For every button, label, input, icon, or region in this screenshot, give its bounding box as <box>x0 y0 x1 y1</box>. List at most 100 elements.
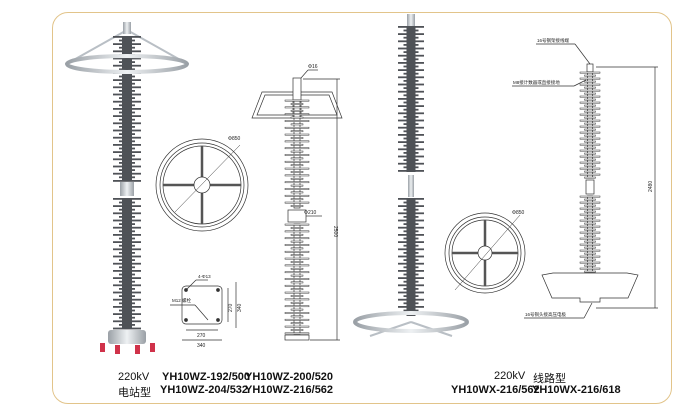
insulator-shed <box>290 116 304 119</box>
insulator-shed <box>398 112 424 115</box>
insulator-shed <box>119 133 135 135</box>
insulator-shed <box>113 248 141 251</box>
insulator-shed <box>290 247 304 250</box>
insulator-shed <box>284 298 310 301</box>
insulator-shed <box>290 205 304 207</box>
insulator-shed <box>290 198 304 201</box>
insulator-shed <box>290 322 304 325</box>
insulator-shed <box>403 252 419 254</box>
insulator-shed <box>579 125 601 128</box>
insulator-shed <box>398 226 424 229</box>
insulator-shed <box>584 228 596 231</box>
insulator-shed <box>113 136 141 139</box>
insulator-shed <box>290 184 304 187</box>
insulator-shed <box>290 150 304 153</box>
line-height-label: 2480 <box>648 181 654 192</box>
insulator-shed <box>398 241 424 243</box>
insulator-shed <box>403 123 419 125</box>
insulator-shed <box>113 100 141 103</box>
mid-flange <box>120 182 134 196</box>
insulator-shed <box>119 208 135 211</box>
insulator-shed <box>403 302 419 305</box>
insulator-shed <box>584 198 596 201</box>
insulator-shed <box>584 210 596 213</box>
insulator-shed <box>584 110 596 113</box>
insulator-shed <box>119 147 135 150</box>
insulator-shed <box>290 177 304 180</box>
insulator-shed <box>113 205 141 207</box>
insulator-shed <box>403 94 419 97</box>
insulator-shed <box>579 83 601 86</box>
insulator-shed <box>403 216 419 218</box>
insulator-shed <box>398 205 424 207</box>
line-model-1: YH10WX-216/562 <box>451 384 540 396</box>
insulator-shed <box>290 281 304 284</box>
insulator-shed <box>403 65 419 68</box>
station-height-label: 2500 <box>332 226 338 237</box>
insulator-shed <box>579 155 601 158</box>
insulator-shed <box>290 164 304 167</box>
insulator-shed <box>290 240 304 243</box>
insulator-shed <box>403 159 419 161</box>
insulator-shed <box>290 261 304 263</box>
insulator-shed <box>290 308 304 311</box>
insulator-shed <box>579 213 601 216</box>
insulator-shed <box>119 280 135 283</box>
insulator-shed <box>398 126 424 129</box>
insulator-shed <box>119 216 135 218</box>
insulator-shed <box>284 174 310 177</box>
insulator-core <box>587 195 593 273</box>
insulator-shed <box>119 162 135 164</box>
insulating-foot <box>100 343 105 352</box>
insulator-shed <box>119 39 135 42</box>
insulator-shed <box>119 324 135 326</box>
insulator-shed <box>584 216 596 219</box>
insulator-shed <box>398 148 424 151</box>
insulator-shed <box>113 226 141 229</box>
grading-ring <box>353 311 469 333</box>
insulator-shed <box>403 144 419 147</box>
insulator-shed <box>398 306 424 308</box>
insulator-shed <box>113 277 141 279</box>
insulator-shed <box>113 158 141 161</box>
insulator-shed <box>119 46 135 49</box>
insulator-shed <box>119 169 135 171</box>
insulator-shed <box>403 108 419 111</box>
insulator-shed <box>403 58 419 61</box>
insulator-shed <box>403 130 419 133</box>
insulator-shed <box>398 98 424 100</box>
insulator-shed <box>403 259 419 261</box>
insulator-shed <box>113 50 141 53</box>
insulator-shed <box>290 130 304 133</box>
insulator-shed <box>398 54 424 57</box>
insulator-shed <box>579 201 601 204</box>
insulator-shed <box>113 262 141 265</box>
insulator-shed <box>284 201 310 204</box>
insulator-shed <box>290 315 304 318</box>
insulator-shed <box>584 252 596 255</box>
insulator-shed <box>403 273 419 276</box>
insulator-shed <box>284 284 310 287</box>
insulator-shed <box>113 43 141 45</box>
insulator-shed <box>398 155 424 158</box>
insulator-shed <box>398 234 424 236</box>
insulator-shed <box>584 80 596 83</box>
insulator-shed <box>579 119 601 122</box>
insulator-shed <box>284 271 310 274</box>
insulator-shed <box>290 157 304 160</box>
insulator-shed <box>284 223 310 226</box>
insulator-shed <box>113 241 141 243</box>
insulator-shed <box>398 141 424 143</box>
insulator-shed <box>403 230 419 233</box>
insulator-shed <box>284 188 310 190</box>
insulator-shed <box>584 204 596 207</box>
insulator-shed <box>284 126 310 129</box>
insulator-shed <box>403 244 419 247</box>
insulator-shed <box>398 255 424 258</box>
station-model-3: YH10WZ-204/532 <box>160 384 249 396</box>
insulator-shed <box>403 280 419 283</box>
insulator-shed <box>290 329 304 331</box>
insulator-shed <box>119 90 135 92</box>
insulator-shed <box>284 332 310 335</box>
